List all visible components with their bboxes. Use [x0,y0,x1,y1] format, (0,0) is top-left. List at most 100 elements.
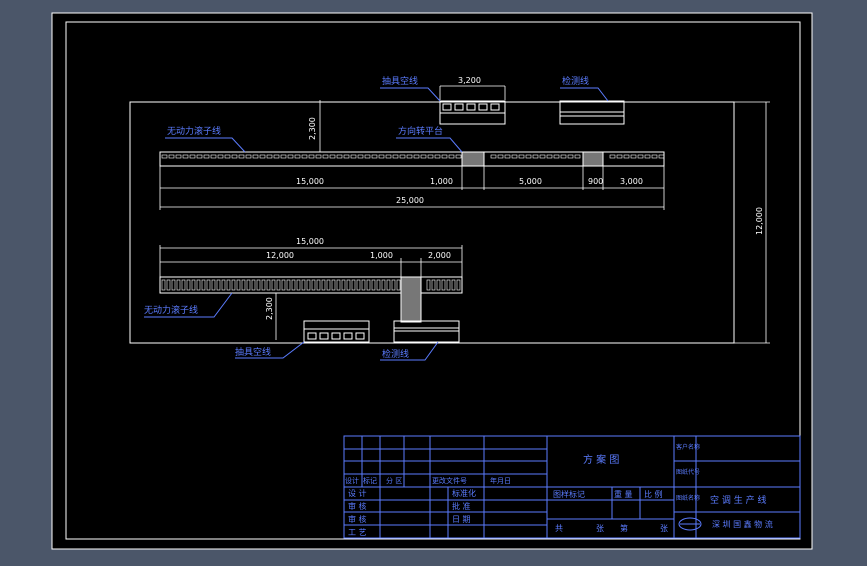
roller [399,154,406,159]
left-label-3: 工 艺 [348,528,367,537]
dim-seg2: 1,000 [430,177,453,186]
roller [446,279,451,291]
rev-header-6: 年月日 [490,476,511,485]
title-block-lines [343,435,801,539]
roller [306,279,311,291]
dim-seg3: 5,000 [519,177,542,186]
roller [350,154,357,159]
roller [539,154,546,159]
roller [236,279,241,291]
roller [181,279,186,291]
roller [392,154,399,159]
roller [426,279,431,291]
roller [336,154,343,159]
roller [343,154,350,159]
dim-overall-height: 12,000 [755,207,764,235]
label-bottom-inspection: 检测线 [382,348,409,360]
roller [511,154,518,159]
left-label-1: 审 核 [348,501,367,511]
bottom-transfer [400,276,422,323]
roller [630,154,637,159]
roller [246,279,251,291]
rev-header-1: 标记 [363,476,377,485]
roller [518,154,525,159]
annotation-labels: 抽具空线 检测线 无动力滚子线 方向转平台 无动力滚子线 抽具空线 检测线 [144,75,589,360]
roller [224,154,231,159]
top-conveyor-frame [159,151,665,167]
roller [176,279,181,291]
bottom-row-3: 张 [660,524,668,533]
top-fixture-station [439,100,506,125]
roller [448,154,455,159]
roller [251,279,256,291]
roller [175,154,182,159]
roller [371,154,378,159]
roller [376,279,381,291]
roller [241,279,246,291]
roller [316,279,321,291]
roller [651,154,658,159]
roller [296,279,301,291]
roller [276,279,281,291]
left2-label-1: 批 准 [452,501,471,511]
roller [427,154,434,159]
roller [436,279,441,291]
bottom-inspection-station [393,320,460,343]
roller [189,154,196,159]
mid-header-2: 比 例 [644,489,663,499]
roller [406,154,413,159]
roller [574,154,581,159]
leader-lines [144,87,609,361]
roller [259,154,266,159]
roller [378,154,385,159]
roller [336,279,341,291]
drawing-name: 方 案 图 [583,453,619,466]
roller [273,154,280,159]
label-top-inspection: 检测线 [562,75,589,87]
rev-header-0: 设计 [345,476,359,485]
top-turn-platform-2 [582,151,604,167]
layout-boundary [129,101,735,344]
label-top-roller: 无动力滚子线 [167,125,221,137]
roller [431,279,436,291]
roller [281,279,286,291]
roller [455,154,462,159]
roller [271,279,276,291]
roller [166,279,171,291]
roller [186,279,191,291]
company-logo-icon [678,517,702,531]
dim-bottom-vertical: 2,300 [265,297,274,320]
dim-bottom-seg3: 2,000 [428,251,451,260]
roller [331,279,336,291]
rev-header-4: 更改文件号 [432,476,467,485]
bottom-fixture-station [303,320,370,343]
roller [386,279,391,291]
left2-label-2: 日 期 [452,515,471,524]
roller [280,154,287,159]
roller [238,154,245,159]
roller [294,154,301,159]
roller [161,154,168,159]
top-turn-platform [461,151,485,167]
roller [252,154,259,159]
roller [315,154,322,159]
roller [321,279,326,291]
dim-seg5: 3,000 [620,177,643,186]
title-block-texts: 方 案 图 空 调 生 产 线 深 圳 国 鑫 物 流 客户名称 图纸代号 图纸… [345,443,773,537]
roller [256,279,261,291]
roller [201,279,206,291]
rev-header-3: 分 区 [386,476,402,485]
roller [413,154,420,159]
bottom-row-1: 张 [596,524,604,533]
roller [623,154,630,159]
roller [322,154,329,159]
roller [287,154,294,159]
bottom-row-2: 第 [620,523,628,533]
roller [490,154,497,159]
top-inspection-station [559,100,625,125]
bottom-fixture-box [303,320,370,343]
roller [231,279,236,291]
top-conveyor-rollers [161,154,665,159]
dim-total-top: 25,000 [396,196,424,205]
